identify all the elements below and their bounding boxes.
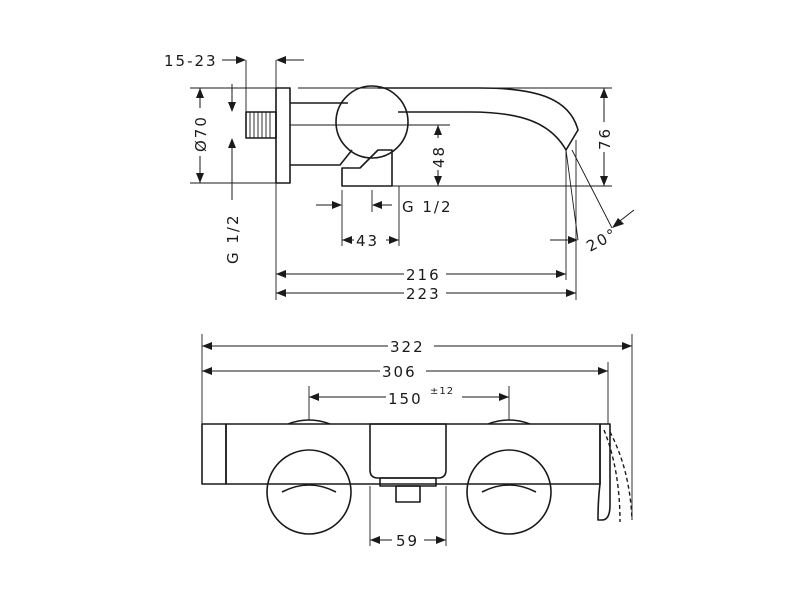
front-view: 322 306 150 ±12 59 [201,334,633,550]
side-view: 15-23 Ø70 G 1/2 48 76 G 1/2 [164,52,635,303]
front-spout [597,423,611,521]
left-cap [201,423,227,485]
dim-306: 306 [382,363,417,381]
wall-flange [275,87,291,184]
dim-59: 59 [396,532,419,550]
dim-76: 76 [596,127,614,150]
spout [378,87,579,151]
dim-g12-outlet: G 1/2 [402,198,453,216]
diverter-knob [341,149,393,187]
dim-angle-20: 20° [583,224,620,255]
right-eccentric [466,449,552,535]
dim-diameter-70: Ø70 [192,115,210,152]
dim-43: 43 [356,232,379,250]
dim-223: 223 [406,285,441,303]
handle-disc [335,85,409,159]
front-body [225,423,601,485]
dim-150-tolerance: ±12 [430,386,454,397]
dim-216: 216 [406,266,441,284]
dim-48: 48 [430,145,448,168]
dim-15-23: 15-23 [164,52,218,70]
dim-322: 322 [390,338,425,356]
dim-150: 150 [388,390,423,408]
outlet-nozzle [395,485,421,503]
dim-g12-inlet: G 1/2 [224,213,242,264]
inlet-connector [245,111,277,139]
left-eccentric [266,449,352,535]
diverter-housing [369,423,447,479]
mixer-body [290,102,353,166]
